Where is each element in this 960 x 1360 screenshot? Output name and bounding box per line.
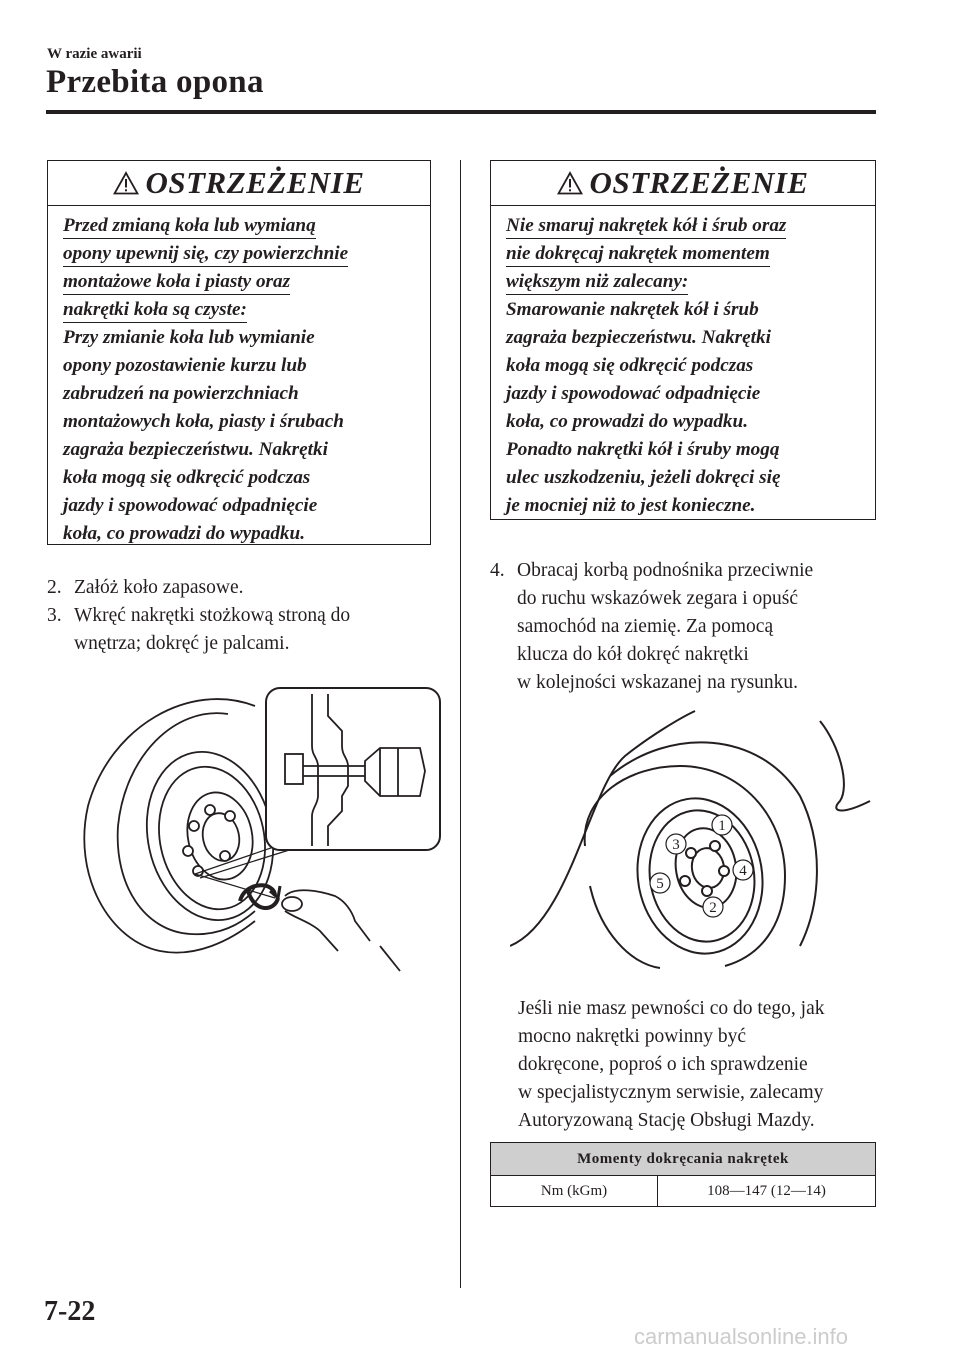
warning-header: OSTRZEŻENIE xyxy=(491,161,875,206)
step-number: 3. xyxy=(47,605,62,626)
warning-underlined-line: Nie smaruj nakrętek kół i śrub oraz xyxy=(506,215,787,239)
wheel-nut-installation-illustration xyxy=(83,687,441,972)
warning-box-left: OSTRZEŻENIE Przed zmianą koła lub wymian… xyxy=(47,160,431,545)
note-line: Jeśli nie masz pewności co do tego, jak xyxy=(518,998,825,1019)
column-divider xyxy=(460,160,461,1288)
warning-body-line: koła mogą się odkręcić podczas xyxy=(506,355,754,376)
torque-table: Momenty dokręcania nakrętek Nm (kGm) 108… xyxy=(490,1142,876,1207)
warning-body-line: jazdy i spowodować odpadnięcie xyxy=(63,495,318,516)
note-line: mocno nakrętki powinny być xyxy=(518,1026,746,1047)
order-label-3: 3 xyxy=(672,837,680,853)
step-text-continued: w kolejności wskazanej na rysunku. xyxy=(517,672,799,693)
warning-body-line: je mocniej niż to jest konieczne. xyxy=(506,495,756,516)
note-line: dokręcone, poproś o ich sprawdzenie xyxy=(518,1054,808,1075)
warning-body-line: jazdy i spowodować odpadnięcie xyxy=(506,383,761,404)
torque-table-header: Momenty dokręcania nakrętek xyxy=(490,1142,876,1176)
warning-underlined-line: montażowe koła i piasty oraz xyxy=(63,271,291,295)
torque-value-cell: 108—147 (12—14) xyxy=(657,1175,876,1207)
section-label: W razie awarii xyxy=(47,46,142,62)
footer-watermark: carmanualsonline.info xyxy=(634,1324,849,1349)
step-number: 4. xyxy=(490,560,505,581)
warning-body-line: Przy zmianie koła lub wymianie xyxy=(63,327,315,348)
torque-advice-note: Jeśli nie masz pewności co do tego, jak … xyxy=(518,995,898,1135)
warning-body-line: zagraża bezpieczeństwu. Nakrętki xyxy=(506,327,771,348)
step-number: 2. xyxy=(47,577,62,598)
step-text: Wkręć nakrętki stożkową stroną do xyxy=(74,605,351,626)
step-text-continued: klucza do kół dokręć nakrętki xyxy=(517,644,749,665)
warning-box-right: OSTRZEŻENIE Nie smaruj nakrętek kół i śr… xyxy=(490,160,876,520)
warning-body-line: Ponadto nakrętki kół i śruby mogą xyxy=(506,439,780,460)
warning-body-line: zabrudzeń na powierzchniach xyxy=(63,383,299,404)
warning-title: OSTRZEŻENIE xyxy=(589,165,809,200)
step-text: Obracaj korbą podnośnika przeciwnie xyxy=(517,560,814,581)
order-label-1: 1 xyxy=(718,818,726,834)
warning-underlined-line: większym niż zalecany: xyxy=(506,271,689,295)
warning-underlined-line: opony upewnij się, czy powierzchnie xyxy=(63,243,349,267)
order-label-4: 4 xyxy=(739,863,747,879)
page-number: 7-22 xyxy=(44,1296,96,1327)
warning-body-line: koła, co prowadzi do wypadku. xyxy=(506,411,748,432)
warning-body-line: Smarowanie nakrętek kół i śrub xyxy=(506,299,759,320)
order-label-5: 5 xyxy=(656,876,664,892)
warning-underlined-line: Przed zmianą koła lub wymianą xyxy=(63,215,316,239)
warning-header: OSTRZEŻENIE xyxy=(48,161,430,206)
warning-body-line: montażowych koła, piasty i śrubach xyxy=(63,411,344,432)
step-3: 3. Wkręć nakrętki stożkową stroną do wnęt… xyxy=(47,602,447,658)
warning-body-line: koła mogą się odkręcić podczas xyxy=(63,467,311,488)
page-title: Przebita opona xyxy=(46,64,264,100)
step-text-continued: wnętrza; dokręć je palcami. xyxy=(74,633,290,654)
warning-body-line: opony pozostawienie kurzu lub xyxy=(63,355,307,376)
step-text-continued: do ruchu wskazówek zegara i opuść xyxy=(517,588,799,609)
warning-triangle-icon xyxy=(113,171,140,195)
order-label-2: 2 xyxy=(709,900,717,916)
step-4: 4. Obracaj korbą podnośnika przeciwnie do… xyxy=(490,557,890,697)
warning-underlined-line: nakrętki koła są czyste: xyxy=(63,299,247,323)
title-rule xyxy=(46,110,876,114)
step-2: 2. Załóż koło zapasowe. xyxy=(47,574,447,602)
warning-body-line: koła, co prowadzi do wypadku. xyxy=(63,523,305,544)
step-text-continued: samochód na ziemię. Za pomocą xyxy=(517,616,774,637)
nut-tightening-order-illustration: 1 2 3 4 5 xyxy=(510,710,871,969)
warning-underlined-line: nie dokręcaj nakrętek momentem xyxy=(506,243,770,267)
note-line: Autoryzowaną Stację Obsługi Mazdy. xyxy=(518,1110,815,1131)
warning-triangle-icon xyxy=(557,171,584,195)
warning-body-line: zagraża bezpieczeństwu. Nakrętki xyxy=(63,439,328,460)
warning-title: OSTRZEŻENIE xyxy=(145,165,365,200)
step-text: Załóż koło zapasowe. xyxy=(74,577,244,598)
warning-body-line: ulec uszkodzeniu, jeżeli dokręci się xyxy=(506,467,781,488)
note-line: w specjalistycznym serwisie, zalecamy xyxy=(518,1082,824,1103)
torque-unit-cell: Nm (kGm) xyxy=(490,1175,658,1207)
